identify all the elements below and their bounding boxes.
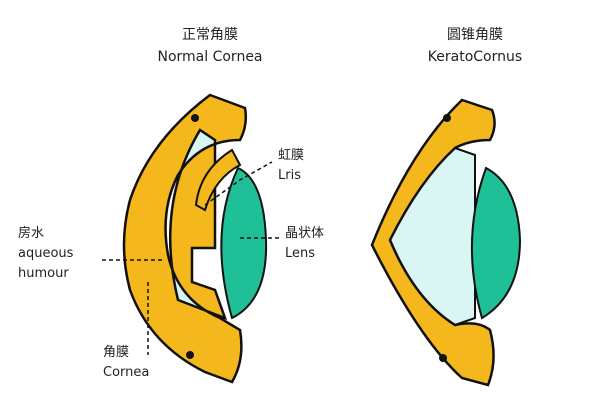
aqueous-label-en-1: aqueous <box>18 246 74 261</box>
iris-leader <box>204 161 273 206</box>
kerato-cornea-band <box>370 98 496 387</box>
kerato-title-cn: 圆锥角膜 <box>447 27 503 43</box>
normal-cornea-figure <box>122 93 268 384</box>
aqueous-label-en-2: humour <box>18 266 69 281</box>
normal-title-en: Normal Cornea <box>157 49 263 65</box>
aqueous-label-cn: 房水 <box>18 226 45 241</box>
kerato-title-en: KeratoCornus <box>427 49 523 65</box>
normal-lens <box>220 166 268 320</box>
normal-cornea-dot-bottom <box>186 351 194 359</box>
cornea-label-en: Cornea <box>103 365 150 380</box>
iris-label-en: Lris <box>278 168 301 183</box>
kerato-cornea-dot-top <box>443 114 451 122</box>
iris-label-cn: 虹膜 <box>278 148 305 163</box>
leader-lines <box>102 161 280 355</box>
normal-cornea-band <box>122 93 248 384</box>
kerato-cornea-dot-bottom <box>439 354 447 362</box>
lens-label-cn: 晶状体 <box>285 226 325 241</box>
lens-label-en: Lens <box>285 246 316 261</box>
keratoconus-figure <box>370 98 522 387</box>
normal-cornea-dot-top <box>191 114 199 122</box>
normal-title-cn: 正常角膜 <box>182 27 238 43</box>
kerato-lens <box>470 166 522 320</box>
normal-iris <box>194 148 242 212</box>
cornea-label-cn: 角膜 <box>103 345 130 360</box>
